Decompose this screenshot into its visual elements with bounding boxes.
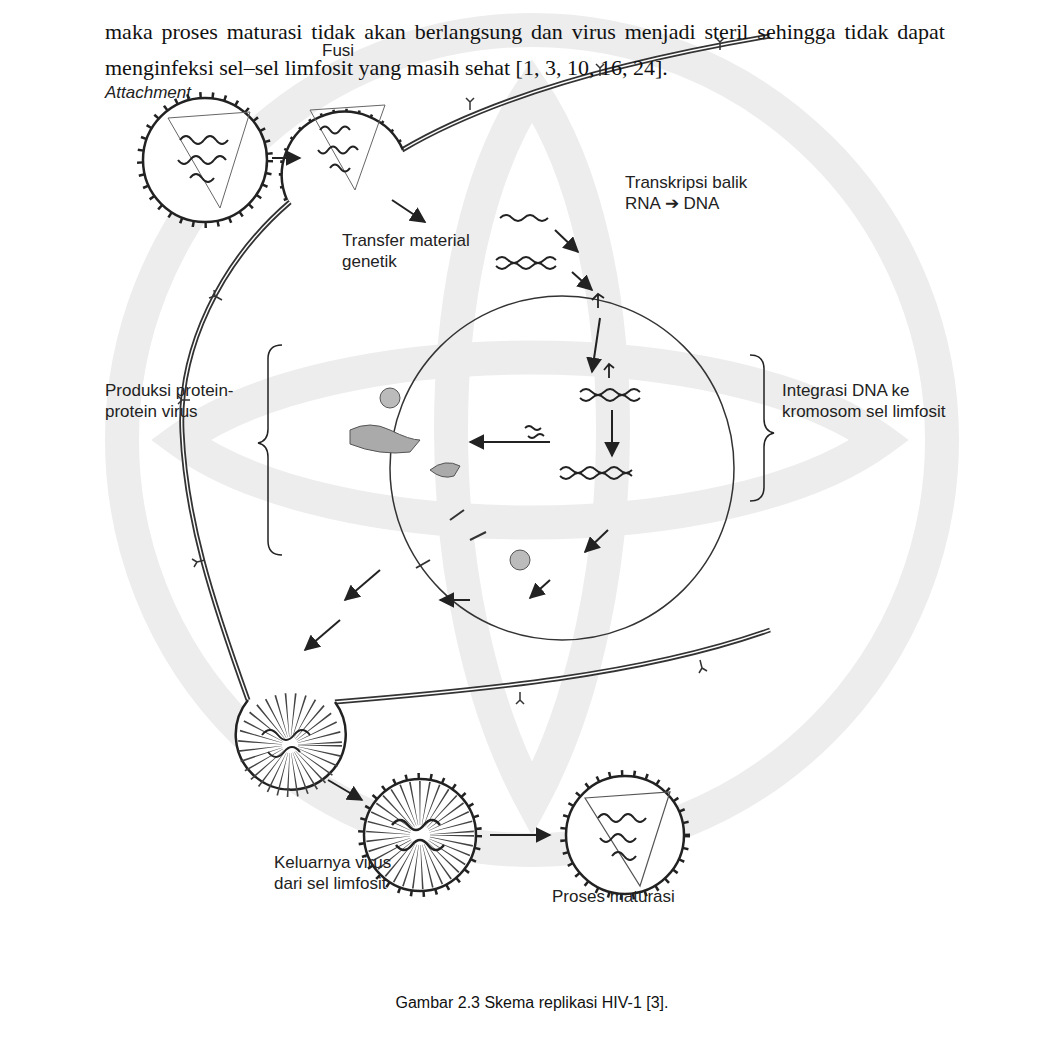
step-label: Integrasi DNA ke kromosom sel limfosit (782, 380, 962, 422)
virus-fusion (282, 105, 403, 200)
step-label: Produksi protein-protein virus (105, 380, 255, 422)
bracket (750, 355, 774, 501)
step-label: Proses maturasi (552, 886, 675, 907)
step-label: Attachment (105, 82, 191, 103)
virus-mature (563, 773, 687, 897)
step-label: Keluarnya virus dari sel limfosit (274, 852, 414, 894)
virus-budding (236, 700, 346, 790)
process-arrows (272, 158, 612, 835)
viral-proteins (350, 388, 530, 570)
step-label: Fusi (322, 40, 354, 61)
step-label: Transkripsi balik RNA ➔ DNA (625, 172, 785, 214)
rna-dna-strands (496, 215, 640, 479)
step-label: Transfer material genetik (342, 230, 492, 272)
figure-caption: Gambar 2.3 Skema replikasi HIV-1 [3]. (0, 992, 1064, 1013)
body-paragraph: maka proses maturasi tidak akan berlangs… (105, 14, 945, 86)
nucleus (390, 296, 734, 640)
virus-attachment (140, 95, 270, 225)
bracket (258, 345, 282, 555)
cell-membrane (182, 36, 770, 702)
watermark-emblem (122, 30, 942, 850)
